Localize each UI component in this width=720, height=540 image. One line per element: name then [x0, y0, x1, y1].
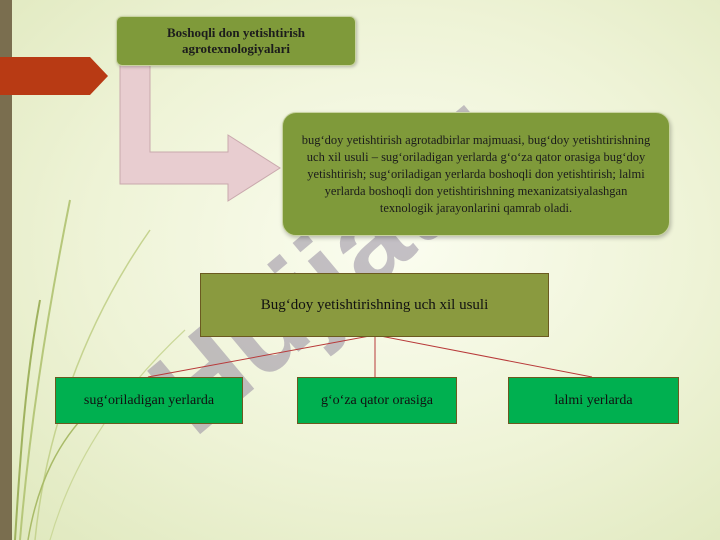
diagram-child-label: sug‘oriladigan yerlarda [83, 392, 215, 408]
arrow-tab-icon [0, 57, 108, 95]
diagram-root-node: Bug‘doy yetishtirishning uch xil usuli [200, 273, 549, 337]
slide-title-box: Boshoqli don yetishtirish agrotexnologiy… [116, 16, 356, 66]
diagram-child-label: lalmi yerlarda [554, 392, 633, 408]
bent-arrow-icon [119, 60, 281, 202]
diagram-child-node: sug‘oriladigan yerlarda [55, 377, 243, 424]
description-text: bug‘doy yetishtirish agrotadbirlar majmu… [301, 132, 651, 215]
diagram-root-label: Bug‘doy yetishtirishning uch xil usuli [260, 296, 489, 313]
slide-title: Boshoqli don yetishtirish agrotexnologiy… [167, 25, 305, 56]
description-box: bug‘doy yetishtirish agrotadbirlar majmu… [282, 112, 670, 236]
diagram-child-node: g‘o‘za qator orasiga [297, 377, 457, 424]
diagram-child-node: lalmi yerlarda [508, 377, 679, 424]
diagram-child-label: g‘o‘za qator orasiga [321, 392, 433, 408]
left-decorative-bar [0, 0, 12, 540]
